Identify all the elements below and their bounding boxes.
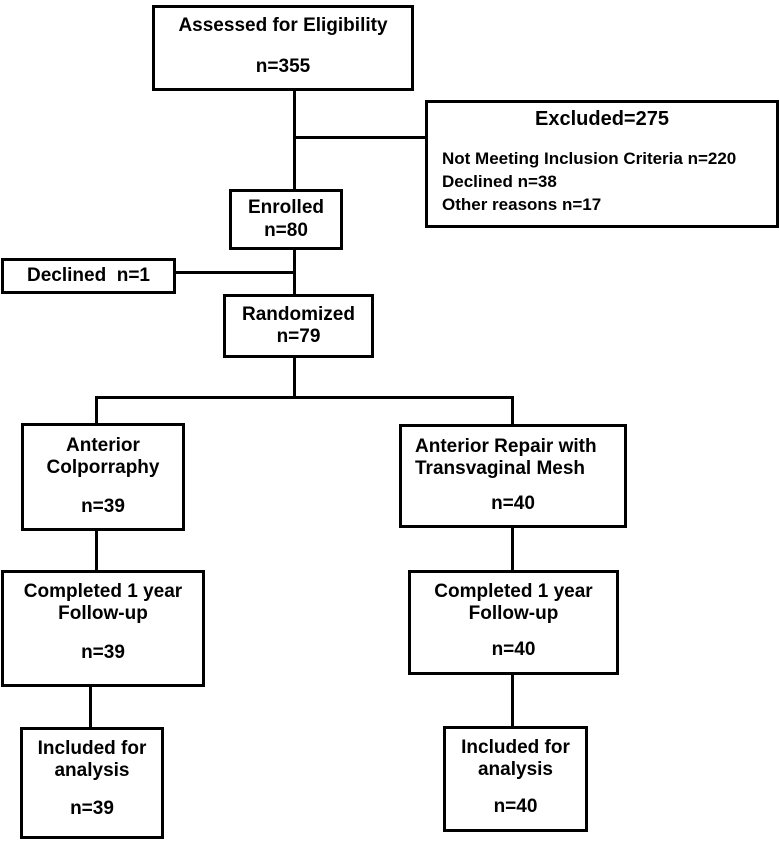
assessed-eligibility-box: Assessed for Eligibility n=355 xyxy=(152,5,414,91)
assessed-n: n=355 xyxy=(255,55,311,77)
excluded-title: Excluded=275 xyxy=(535,108,669,130)
analysis-left-title-line2: analysis xyxy=(54,760,130,782)
arm-transvaginal-mesh-box: Anterior Repair with Transvaginal Mesh n… xyxy=(399,424,627,528)
declined-box: Declined n=1 xyxy=(1,258,176,294)
arm-right-title: Anterior Repair with Transvaginal Mesh xyxy=(406,436,597,481)
arm-anterior-colporraphy-box: Anterior Colporraphy n=39 xyxy=(21,423,185,531)
excluded-reason-declined: Declined n=38 xyxy=(442,172,557,192)
analysis-left-title-line1: Included for xyxy=(37,738,147,759)
connector-excluded-branch xyxy=(294,136,425,139)
connector-followupleft-analysis xyxy=(89,686,92,728)
connector-branch-right-drop xyxy=(511,396,514,425)
followup-left-n: n=39 xyxy=(81,641,125,663)
followup-right-n: n=40 xyxy=(491,638,536,660)
connector-followupright-analysis xyxy=(511,674,514,727)
excluded-reason-not-meeting: Not Meeting Inclusion Criteria n=220 xyxy=(442,149,737,169)
enrolled-title: Enrolled xyxy=(247,197,324,219)
connector-enrolled-randomized xyxy=(293,249,296,295)
connector-branch-left-drop xyxy=(95,396,98,424)
analysis-right-title: Included for analysis xyxy=(461,737,570,782)
followup-right-box: Completed 1 year Follow-up n=40 xyxy=(408,570,619,675)
analysis-right-title-line2: analysis xyxy=(477,759,553,781)
arm-left-title-line2: Colporraphy xyxy=(46,457,160,479)
analysis-right-n: n=40 xyxy=(493,795,538,817)
connector-armleft-followup xyxy=(95,530,98,571)
followup-left-title-line1: Completed 1 year xyxy=(23,581,183,602)
followup-left-title: Completed 1 year Follow-up xyxy=(24,581,182,626)
followup-right-title-line2: Follow-up xyxy=(468,603,559,625)
analysis-right-title-line1: Included for xyxy=(461,737,570,758)
excluded-box: Excluded=275 Not Meeting Inclusion Crite… xyxy=(425,100,779,228)
randomized-box: Randomized n=79 xyxy=(223,294,374,358)
followup-left-title-line2: Follow-up xyxy=(58,603,148,625)
connector-randomized-stem xyxy=(293,357,296,398)
enrolled-n: n=80 xyxy=(264,219,308,241)
excluded-spacer xyxy=(434,132,770,149)
analysis-left-title: Included for analysis xyxy=(38,738,147,783)
analysis-left-n: n=39 xyxy=(70,797,114,819)
analysis-left-box: Included for analysis n=39 xyxy=(20,727,164,839)
followup-right-title-line1: Completed 1 year xyxy=(434,581,593,602)
connector-assessed-enrolled xyxy=(293,90,296,190)
analysis-right-box: Included for analysis n=40 xyxy=(443,726,588,832)
arm-right-title-line1: Anterior Repair with xyxy=(415,436,597,457)
arm-right-title-line2: Transvaginal Mesh xyxy=(415,458,586,480)
connector-declined-branch xyxy=(175,271,294,274)
followup-left-box: Completed 1 year Follow-up n=39 xyxy=(1,570,205,687)
arm-left-title: Anterior Colporraphy xyxy=(47,435,160,480)
connector-armright-followup xyxy=(511,527,514,571)
randomized-n: n=79 xyxy=(276,326,321,347)
randomized-title: Randomized xyxy=(242,303,355,325)
connector-branch-bar xyxy=(95,396,514,399)
enrolled-box: Enrolled n=80 xyxy=(229,189,343,250)
declined-label: Declined n=1 xyxy=(26,264,151,286)
excluded-reason-other: Other reasons n=17 xyxy=(442,195,602,215)
assessed-title: Assessed for Eligibility xyxy=(178,15,388,36)
followup-right-title: Completed 1 year Follow-up xyxy=(434,581,592,626)
arm-right-n: n=40 xyxy=(491,492,535,514)
arm-left-n: n=39 xyxy=(81,495,125,517)
arm-left-title-line1: Anterior xyxy=(66,435,140,456)
